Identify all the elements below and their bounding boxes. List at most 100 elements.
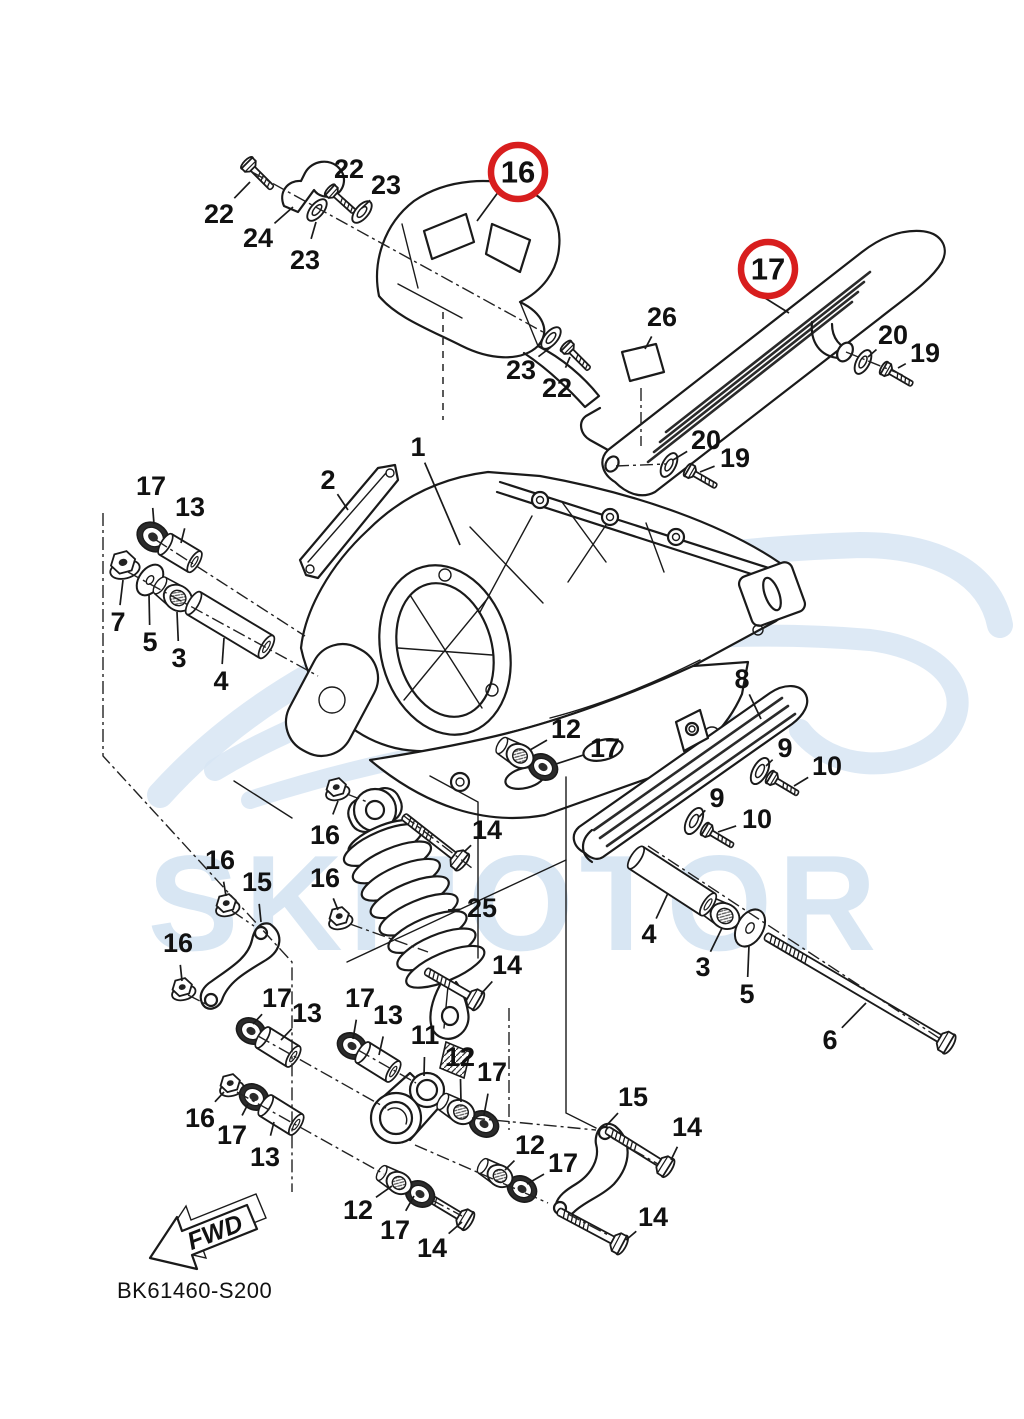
bearing-part: [436, 1092, 476, 1126]
part-callout: 7: [110, 607, 125, 637]
assembly-axis-lines: [102, 171, 943, 1237]
bolt-part: [763, 932, 957, 1055]
bolt-part: [764, 769, 800, 797]
bolt-part: [240, 156, 275, 191]
part-2-guard-strip: [298, 463, 400, 580]
collar-part: [184, 590, 276, 660]
bearing-part: [495, 736, 535, 770]
part-26-label-sticker: [620, 342, 666, 383]
part-callout: 17: [380, 1215, 410, 1245]
callout-leader: [361, 199, 371, 209]
part-callout: 22: [204, 199, 234, 229]
part-callout: 17: [477, 1057, 507, 1087]
part-callout: 3: [695, 952, 710, 982]
part-callout: 13: [250, 1142, 280, 1172]
washer-part: [853, 349, 873, 375]
part-callout: 23: [290, 245, 320, 275]
part-callout: 19: [720, 443, 750, 473]
part-callout: 17: [345, 983, 375, 1013]
part-callout: 10: [742, 804, 772, 834]
callout-leader: [280, 1028, 293, 1041]
part-callout: 26: [647, 302, 677, 332]
highlight-leader: [476, 190, 500, 222]
callout-leader: [447, 908, 461, 911]
part-callout: 16: [163, 928, 193, 958]
callout-leader: [233, 181, 251, 199]
callout-leader: [670, 1146, 679, 1161]
bearing-part: [375, 1164, 413, 1196]
bolt-part: [699, 821, 735, 849]
callout-leader: [463, 844, 472, 853]
callout-leader: [699, 465, 715, 473]
callout-leader: [459, 1078, 462, 1103]
part-callout: 20: [878, 320, 908, 350]
callout-leader: [375, 1185, 393, 1199]
part-callout: 14: [472, 815, 502, 845]
part-callout: 16: [185, 1103, 215, 1133]
part-callout: 17: [217, 1120, 247, 1150]
diagram-code: BK61460-S200: [117, 1278, 272, 1303]
bolt-part: [556, 1207, 629, 1256]
callout-leader: [214, 1091, 225, 1103]
shock-spring: [342, 823, 486, 989]
highlighted-part-number: 17: [751, 252, 785, 287]
callout-leader: [448, 1221, 463, 1235]
bolt-part: [604, 1126, 676, 1179]
part-callout: 16: [310, 820, 340, 850]
highlighted-part-number: 16: [501, 155, 535, 190]
part-callout: 12: [551, 714, 581, 744]
callout-leader: [564, 356, 571, 369]
callout-leader: [404, 1195, 415, 1212]
part-callout: 25: [467, 893, 497, 923]
flange-nut-part: [171, 977, 197, 1002]
part-24-clamp-hook: [281, 160, 346, 214]
collar-part: [254, 1026, 302, 1068]
callout-leader: [605, 1112, 619, 1127]
callout-leader: [793, 776, 809, 787]
part-callout: 12: [515, 1130, 545, 1160]
part-16-mud-guard: [375, 179, 601, 420]
callout-leader: [310, 221, 317, 240]
washer-part: [749, 756, 771, 786]
part-callout: 19: [910, 338, 940, 368]
bolt-part: [878, 360, 914, 387]
callout-leader: [625, 1230, 637, 1241]
washer-part: [683, 806, 705, 836]
callout-leader: [352, 1019, 358, 1040]
part-8-chain-protector: [572, 685, 809, 864]
part-callout: 24: [243, 223, 273, 253]
part-callout: 8: [734, 664, 749, 694]
callout-leader: [748, 693, 762, 720]
callout-leader: [672, 450, 688, 461]
washer-part: [351, 200, 373, 224]
part-callout: 17: [262, 983, 292, 1013]
callout-leader: [746, 944, 750, 978]
part-callout: 17: [590, 733, 620, 763]
flange-nut-part: [325, 777, 351, 802]
callout-leader: [483, 1093, 489, 1116]
part-callout: 12: [343, 1195, 373, 1225]
part-callout: 23: [506, 355, 536, 385]
callout-leader: [717, 825, 737, 833]
highlight-circle-16: [487, 141, 549, 203]
part-callout: 9: [777, 733, 792, 763]
callout-leader: [179, 964, 183, 982]
callout-leader: [698, 809, 706, 818]
callout-leader: [897, 362, 907, 369]
part-11-relay-arm: [369, 1071, 446, 1145]
part-callout: 14: [492, 950, 522, 980]
washer-part: [540, 326, 562, 350]
callout-leader: [148, 593, 151, 626]
callout-leader: [423, 462, 461, 546]
part-callout: 9: [709, 783, 724, 813]
flange-nut-part: [328, 906, 354, 931]
part-callout: 15: [618, 1082, 648, 1112]
callout-leader: [176, 611, 180, 642]
part-callout: 13: [292, 998, 322, 1028]
callout-leader: [269, 1121, 275, 1136]
callout-leader: [655, 892, 669, 919]
callout-leader: [252, 1013, 263, 1025]
callout-leader: [709, 927, 723, 953]
